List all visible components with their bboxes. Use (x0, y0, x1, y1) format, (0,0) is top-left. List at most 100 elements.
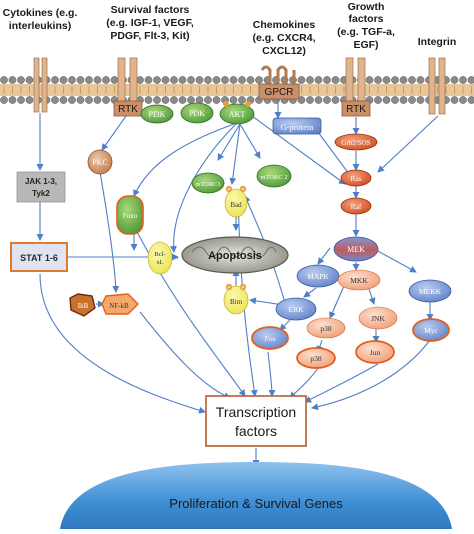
membrane-head (51, 96, 59, 104)
pdk-node: PDK (180, 102, 214, 124)
apoptosis-label: Apoptosis (208, 250, 262, 262)
header-growth-line3: (e.g. TGF-a, (337, 26, 395, 38)
membrane-head (314, 76, 323, 84)
bclxl-node: Bcl- xL (147, 241, 173, 275)
membrane-head (51, 76, 59, 84)
ikb-node: IkB (69, 293, 96, 317)
pdk-label: PDK (189, 109, 205, 118)
jak-node: JAK 1-3, Tyk2 (16, 171, 66, 203)
pkc-label: PKC (92, 158, 108, 167)
membrane-core (0, 84, 474, 96)
gprotein-node: G-protein (272, 117, 322, 135)
pi3k-node: PI3K (140, 104, 174, 124)
mekk-node: MEKK (408, 279, 452, 303)
mtorc2-label: mTORC 2 (260, 174, 287, 181)
membrane-head (467, 76, 474, 84)
membrane-head (323, 96, 331, 104)
membrane-head (102, 96, 110, 104)
membrane-head (467, 96, 474, 104)
membrane-head (399, 96, 408, 104)
membrane-head (178, 96, 187, 104)
p38-mid-node: p38 (306, 317, 346, 339)
membrane-head (408, 96, 416, 104)
membrane-head (68, 76, 76, 84)
membrane-head (416, 96, 425, 104)
erk-node: ERK (275, 297, 317, 321)
p38-low-node: p38 (296, 347, 336, 369)
ras-label: Ras (350, 174, 361, 183)
membrane-head (76, 76, 85, 84)
mtorc2-node: mTORC 2 (256, 164, 292, 188)
header-chemokines-line1: Chemokines (253, 19, 316, 31)
membrane-head (365, 76, 374, 84)
bim-phospho-2: P (241, 285, 244, 290)
erk-label: ERK (289, 305, 305, 314)
membrane-head (204, 76, 212, 84)
membrane-head (323, 76, 331, 84)
header-cytokines: Cytokines (e.g. interleukins) (3, 7, 78, 32)
bad-phospho-2: P (241, 187, 244, 192)
membrane-head (25, 76, 34, 84)
mtorc1-node: mTORC1 (191, 172, 225, 194)
membrane-head (195, 76, 204, 84)
mek-label: MEK (347, 245, 365, 254)
bclxl-label-1: Bcl- (154, 251, 165, 258)
akt-phospho-1 (223, 101, 229, 107)
membrane-head (102, 76, 110, 84)
header-growth-line4: EGF) (353, 39, 378, 51)
membrane-head (59, 76, 68, 84)
membrane-head (17, 96, 25, 104)
membrane-head (68, 96, 76, 104)
mapk-label: MAPK (307, 272, 329, 281)
mkk-label: MKK (350, 276, 368, 285)
bclxl-label-2: xL (156, 259, 163, 266)
header-chemokines-line3: CXCL12) (262, 45, 306, 57)
integrin-receptor (428, 57, 446, 115)
membrane-head (93, 76, 102, 84)
membrane-head (195, 96, 204, 104)
akt-node: AKT (219, 101, 255, 125)
pi3k-label: PI3K (149, 110, 166, 119)
membrane-head (238, 96, 246, 104)
foxo-node: Foxo (116, 195, 144, 235)
header-cytokines-line1: Cytokines (e.g. (3, 7, 78, 19)
membrane-head (255, 76, 263, 84)
fos-node: Fos (251, 326, 289, 350)
header-survival-line1: Survival factors (111, 4, 190, 16)
ikb-label: IkB (78, 302, 89, 310)
jak-label-1: JAK 1-3, (25, 177, 57, 186)
grb2sos-label: Grb2/SOS (341, 139, 370, 147)
membrane-head (170, 76, 178, 84)
membrane-head (187, 96, 195, 104)
membrane-head (229, 76, 238, 84)
membrane-head (229, 96, 238, 104)
membrane-head (331, 96, 340, 104)
membrane-head (76, 96, 85, 104)
membrane-head (161, 96, 170, 104)
jun-node: Jun (355, 340, 395, 364)
bim-node: Bim P P (223, 283, 249, 315)
header-growth-line1: Growth (348, 1, 385, 13)
raf-label: Raf (351, 202, 362, 211)
pathway-arrows (36, 100, 439, 467)
membrane-head (382, 76, 391, 84)
gpcr-receptor: GPCR (258, 65, 300, 101)
membrane-head (93, 96, 102, 104)
membrane-head (170, 96, 178, 104)
cell-membrane (0, 76, 474, 104)
membrane-head (212, 96, 221, 104)
membrane-head (59, 96, 68, 104)
membrane-head (136, 76, 144, 84)
p38-mid-label: p38 (320, 324, 332, 333)
rtk-right-label: RTK (346, 104, 366, 115)
membrane-head (187, 76, 195, 84)
myc-label: Myc (424, 326, 438, 335)
header-chemokines-line2: (e.g. CXCR4, (252, 32, 315, 44)
membrane-head (246, 76, 255, 84)
membrane-head (450, 76, 459, 84)
membrane-head (8, 76, 17, 84)
mek-node: MEK (333, 236, 379, 262)
jak-label-2: Tyk2 (32, 189, 50, 198)
